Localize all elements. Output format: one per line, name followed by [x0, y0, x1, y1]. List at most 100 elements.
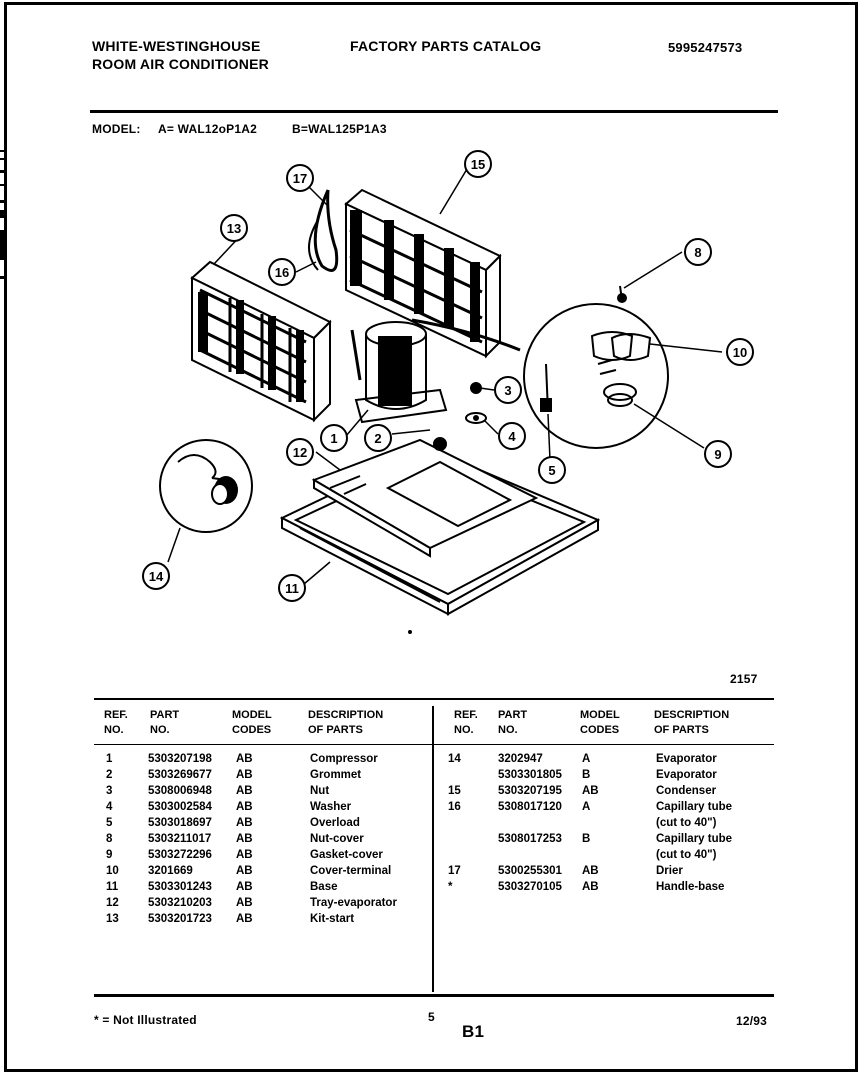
row-part: 3201669 [148, 865, 193, 877]
row-desc: Drier [656, 865, 683, 877]
row-code: AB [582, 881, 599, 893]
row-part: 5308017253 [498, 833, 562, 845]
model-a: A= WAL12oP1A2 [158, 122, 257, 136]
row-desc: Overload [310, 817, 360, 829]
brand-line-2: ROOM AIR CONDITIONER [92, 56, 269, 72]
row-code: AB [236, 865, 253, 877]
svg-text:10: 10 [733, 345, 747, 360]
callout-15: 15 [464, 150, 492, 178]
row-part: 5303301805 [498, 769, 562, 781]
row-ref: 14 [448, 753, 461, 765]
callout-1: 1 [320, 424, 348, 452]
row-code: AB [236, 913, 253, 925]
svg-text:15: 15 [471, 157, 485, 172]
row-code: AB [236, 849, 253, 861]
svg-text:16: 16 [275, 265, 289, 280]
row-part: 5300255301 [498, 865, 562, 877]
callout-3: 3 [494, 376, 522, 404]
row-part: 5303201723 [148, 913, 212, 925]
table-top-rule [94, 698, 774, 700]
row-ref: 17 [448, 865, 461, 877]
callout-2: 2 [364, 424, 392, 452]
row-code: B [582, 769, 591, 781]
svg-text:11: 11 [285, 581, 299, 596]
svg-text:1: 1 [330, 431, 337, 446]
tray-drawing [311, 437, 539, 558]
row-desc: Evaporator [656, 769, 717, 781]
row-desc: Capillary tube [656, 833, 733, 845]
section-code: B1 [462, 1022, 485, 1041]
row-ref: 10 [106, 865, 119, 877]
row-ref: 1 [106, 753, 113, 765]
header-rule [90, 110, 778, 113]
row-ref: 16 [448, 801, 461, 813]
row-ref: 8 [106, 833, 113, 845]
row-part: 5303207195 [498, 785, 562, 797]
row-desc: Compressor [310, 753, 378, 765]
row-code: AB [236, 801, 253, 813]
row-part: 5303210203 [148, 897, 212, 909]
row-desc: Grommet [310, 769, 362, 781]
catalog-title: FACTORY PARTS CATALOG [350, 38, 542, 54]
row-code: AB [582, 785, 599, 797]
row-desc: Handle-base [656, 881, 725, 893]
row-part: 5303018697 [148, 817, 212, 829]
catalog-number: 5995247573 [668, 40, 743, 55]
svg-text:17: 17 [293, 171, 307, 186]
row-ref: 13 [106, 913, 119, 925]
model-label: MODEL: [92, 122, 141, 136]
row-ref: 11 [106, 881, 119, 893]
row-desc: Gasket-cover [310, 849, 383, 861]
callout-11: 11 [278, 574, 306, 602]
row-part: 3202947 [498, 753, 543, 765]
row-code: B [582, 833, 591, 845]
row-desc: (cut to 40") [656, 817, 717, 829]
svg-text:12: 12 [293, 445, 307, 460]
model-b: B=WAL125P1A3 [292, 122, 387, 136]
callout-5: 5 [538, 456, 566, 484]
row-desc: Kit-start [310, 913, 355, 925]
row-part: 5308006948 [148, 785, 212, 797]
callout-12: 12 [286, 438, 314, 466]
table-header-rule [94, 744, 774, 745]
row-code: AB [236, 833, 253, 845]
callout-9: 9 [704, 440, 732, 468]
row-ref: 15 [448, 785, 461, 797]
footer-note: * = Not Illustrated [94, 1013, 197, 1027]
row-desc: Tray-evaporator [310, 897, 397, 909]
row-part: 5303207198 [148, 753, 212, 765]
row-desc: (cut to 40") [656, 849, 717, 861]
brand-line-1: WHITE-WESTINGHOUSE [92, 38, 261, 54]
right-header-ref: REF. NO. [454, 709, 478, 736]
row-desc: Cover-terminal [310, 865, 392, 877]
row-code: AB [236, 769, 253, 781]
row-desc: Evaporator [656, 753, 717, 765]
left-header-codes: MODEL CODES [232, 709, 272, 736]
diagram-code: 2157 [730, 672, 758, 686]
scan-edge-marks [0, 150, 6, 279]
row-code: AB [582, 865, 599, 877]
callout-14: 13 [220, 214, 248, 242]
row-code: AB [236, 881, 253, 893]
row-part: 5303301243 [148, 881, 212, 893]
row-ref: 3 [106, 785, 113, 797]
row-desc: Nut [310, 785, 330, 797]
callout-16: 16 [268, 258, 296, 286]
callout-4: 4 [498, 422, 526, 450]
callout-8: 8 [684, 238, 712, 266]
svg-text:2: 2 [374, 431, 381, 446]
page-number: 5 [428, 1010, 435, 1024]
table-bottom-rule [94, 994, 774, 997]
right-header-part: PART NO. [498, 709, 528, 736]
row-code: A [582, 753, 591, 765]
row-desc: Washer [310, 801, 352, 813]
row-part: 5303270105 [498, 881, 562, 893]
row-ref: 9 [106, 849, 113, 861]
svg-text:9: 9 [714, 447, 721, 462]
row-ref: 5 [106, 817, 113, 829]
svg-text:3: 3 [504, 383, 511, 398]
right-header-codes: MODEL CODES [580, 709, 620, 736]
svg-text:8: 8 [694, 245, 701, 260]
row-code: AB [236, 897, 253, 909]
